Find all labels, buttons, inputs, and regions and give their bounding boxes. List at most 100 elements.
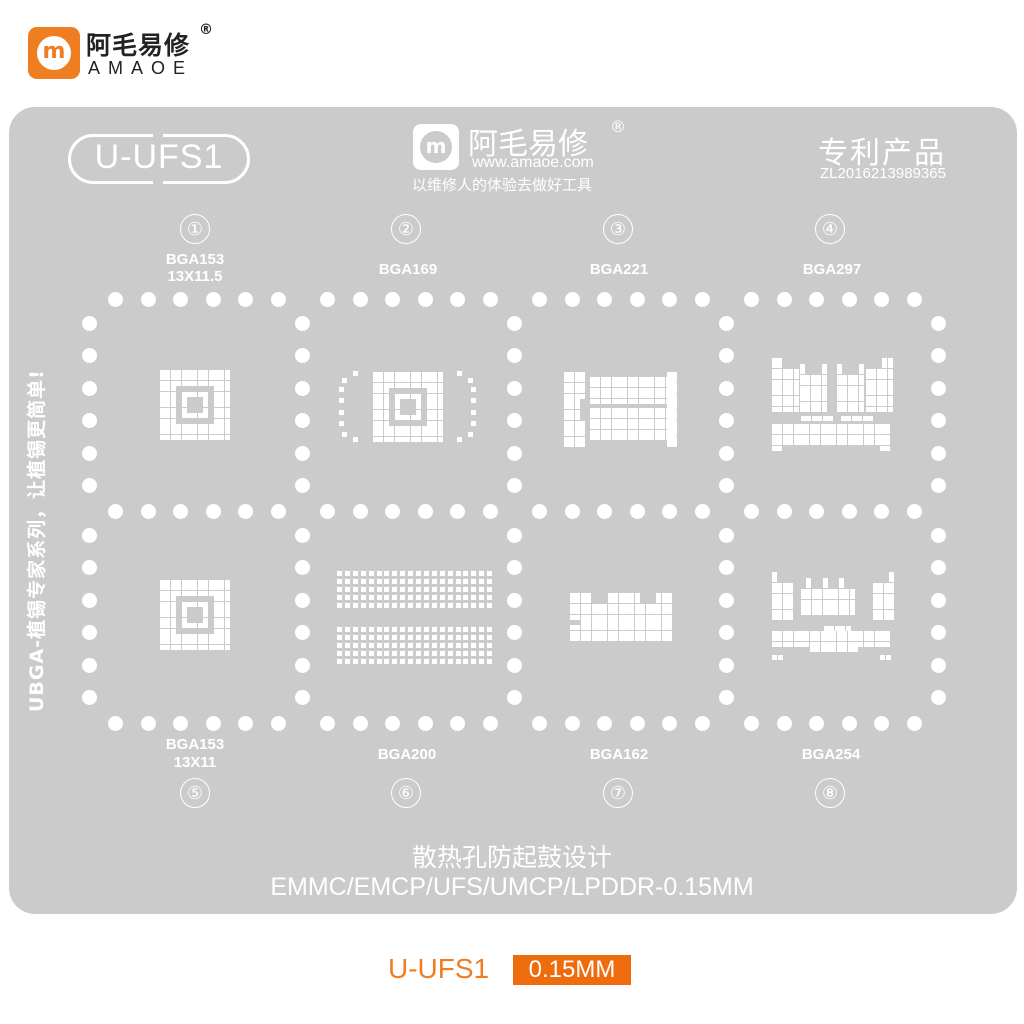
heat-hole-dot [507,625,522,641]
bga-pad [580,636,586,642]
bga-pad [447,586,453,592]
bga-pad [342,432,347,437]
bga-pad [487,594,493,600]
bga-pad [416,634,421,640]
bga-pad [638,429,644,435]
bga-pad [629,630,635,636]
bga-pad [192,623,198,629]
bga-pad [878,615,884,621]
bga-pad [471,594,477,600]
bga-pad [878,582,884,588]
bga-pad [384,658,390,664]
bga-pad [842,440,848,446]
bga-pad [782,609,788,615]
bga-pad [176,429,182,435]
bga-pad [858,440,864,446]
bga-pad [887,374,893,380]
bga-pad [821,396,827,402]
bga-pad [400,642,406,648]
bga-pad [822,599,828,605]
bga-pad [622,429,628,435]
bga-pad [591,614,597,620]
bga-pad [800,391,805,396]
bga-pad [863,636,869,642]
bga-pad [590,377,595,382]
heat-hole-dot [629,716,645,731]
bga-pad [876,395,882,401]
bga-pad [801,610,806,616]
bga-pad [816,401,822,407]
bga-pad [224,413,230,419]
bga-pad [816,396,822,402]
bga-pad [337,571,342,576]
bga-pad [806,583,812,589]
bga-pad [219,418,225,424]
bga-pad [788,395,794,401]
bga-pad [427,436,432,442]
bga-pad [622,413,628,419]
bga-pad [793,440,799,446]
bga-pad [806,599,812,605]
bga-pad [809,641,815,647]
heat-hole-dot [450,292,465,307]
bga-pad [876,406,882,412]
bga-pad [203,402,209,408]
bga-pad [858,401,864,407]
cell-label-4: BGA297 [802,261,862,278]
bga-pad [837,369,842,375]
bga-pad [383,426,389,431]
bga-pad [611,377,617,382]
bga-pad [649,382,655,388]
bga-pad [804,429,810,435]
bga-pad [828,599,833,605]
bga-pad [187,585,192,591]
bga-pad [574,420,580,426]
bga-pad [447,627,453,632]
bga-pad [777,599,783,604]
bga-pad [197,429,203,435]
bga-pad [383,399,389,404]
bga-pad [602,614,608,620]
bga-pad [793,406,799,412]
bga-pad [394,399,400,404]
bga-pad [871,368,877,374]
bga-pad [815,631,821,636]
bga-pad [826,647,831,653]
bga-pad [224,601,230,607]
bga-pad [837,401,842,407]
bga-pad [805,401,811,407]
bga-pad [421,382,427,388]
bga-pad [416,409,422,415]
bga-pad [600,424,606,430]
bga-pad [170,601,176,607]
bga-pad [817,605,823,610]
bga-pad [360,642,366,648]
bga-pad [165,402,171,408]
bga-pad [831,434,837,440]
bga-pad [889,615,895,621]
bga-pad [219,585,225,591]
bga-pad [821,364,827,369]
bga-pad [777,379,783,385]
bga-pad [667,442,672,448]
bga-pad [651,609,656,615]
bga-pad [622,408,628,413]
bga-pad [640,620,646,625]
bga-pad [337,586,342,592]
bga-pad [373,399,378,404]
bga-pad [203,623,209,629]
bga-pad [661,630,667,636]
heat-hole-dot [564,716,580,731]
bga-pad [660,413,666,419]
bga-pad [408,571,414,576]
bga-pad [634,625,640,631]
bga-pad [844,599,850,605]
bga-pad [618,603,624,609]
bga-pad [224,623,230,629]
bga-pad [439,594,445,600]
heat-hole-dot [82,348,97,364]
bga-pad [447,642,453,648]
bga-pad [793,390,799,396]
bga-pad [368,586,374,592]
bga-pad [203,617,209,623]
